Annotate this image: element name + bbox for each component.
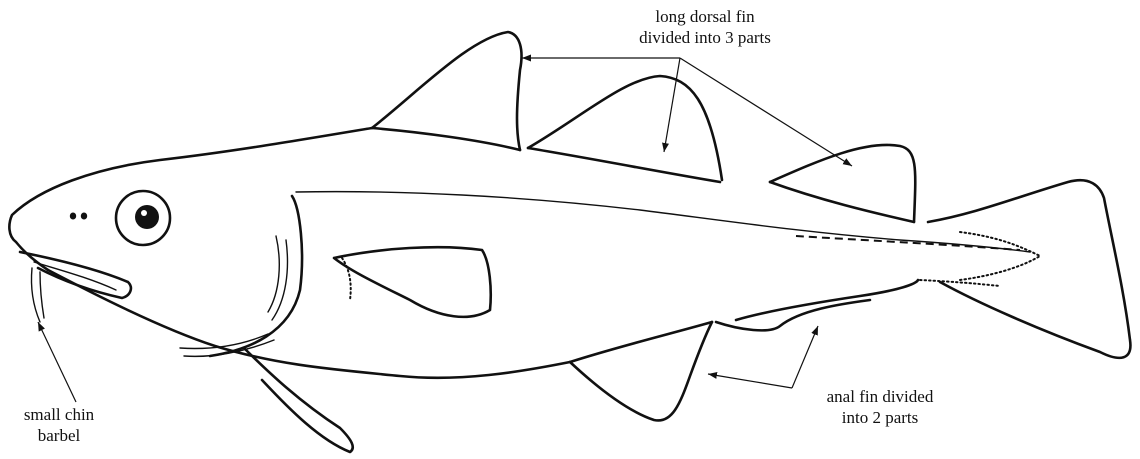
back-segment-2 — [528, 148, 720, 182]
back-segment-3 — [770, 182, 914, 222]
lateral-line-dashed — [796, 236, 1020, 250]
dorsal-fin-label: long dorsal fin divided into 3 parts — [600, 6, 810, 48]
anal-fin-label-line1: anal fin divided — [780, 386, 980, 407]
eye-highlight — [141, 210, 147, 216]
gill-line — [272, 240, 287, 320]
nostril-icon — [70, 213, 76, 220]
arrow-anal-2 — [792, 326, 818, 388]
pectoral-fin — [334, 247, 491, 317]
chin-barbel — [31, 268, 44, 322]
anal-fin-label-line2: into 2 parts — [780, 407, 980, 428]
anal-fin-2 — [736, 280, 918, 320]
anal-fin-1 — [570, 322, 712, 421]
mouth-crease — [34, 262, 116, 290]
chin-barbel-label-line2: barbel — [4, 425, 114, 446]
belly-segment-1 — [570, 322, 712, 362]
chin-barbel-label: small chin barbel — [4, 404, 114, 446]
arrow-barbel — [38, 322, 76, 402]
gill-line — [268, 236, 279, 312]
anal-fin-2-rear — [716, 300, 870, 330]
operculum-outline — [210, 196, 302, 356]
nostril-icon — [81, 213, 87, 220]
arrow-dorsal-2 — [664, 58, 680, 152]
caudal-fin — [928, 180, 1130, 358]
anal-fin-label: anal fin divided into 2 parts — [780, 386, 980, 428]
head-outline — [9, 128, 372, 270]
dorsal-fin-3 — [770, 145, 915, 222]
dorsal-fin-label-line1: long dorsal fin — [600, 6, 810, 27]
eye-pupil — [135, 205, 159, 229]
chin-barbel-label-line1: small chin — [4, 404, 114, 425]
tail-dotted — [960, 232, 1040, 280]
dorsal-fin-1 — [372, 32, 522, 150]
back-segment-1 — [372, 128, 520, 150]
dorsal-fin-label-line2: divided into 3 parts — [600, 27, 810, 48]
